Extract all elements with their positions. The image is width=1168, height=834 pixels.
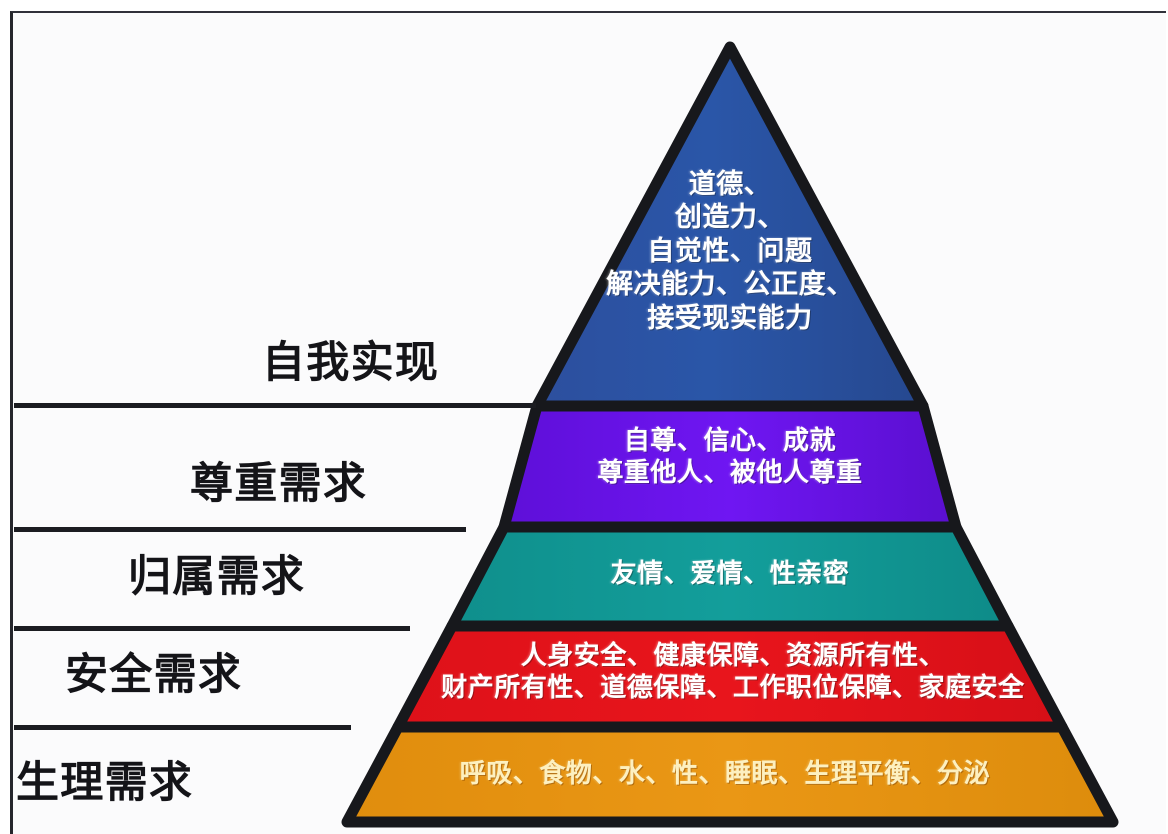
category-label-self-actualization: 自我实现	[262, 339, 440, 387]
tier-shape-physiological[interactable]	[341, 721, 1119, 828]
tier-shape-esteem[interactable]	[498, 400, 962, 533]
tier-shape-safety[interactable]	[392, 620, 1068, 733]
tier-shape-belonging[interactable]	[446, 521, 1014, 632]
category-label-safety: 安全需求	[65, 651, 243, 699]
category-label-esteem: 尊重需求	[190, 460, 368, 508]
category-label-belonging: 归属需求	[128, 553, 306, 601]
category-label-physiological: 生理需求	[16, 759, 194, 807]
tier-shape-self-actualization[interactable]	[531, 41, 929, 412]
